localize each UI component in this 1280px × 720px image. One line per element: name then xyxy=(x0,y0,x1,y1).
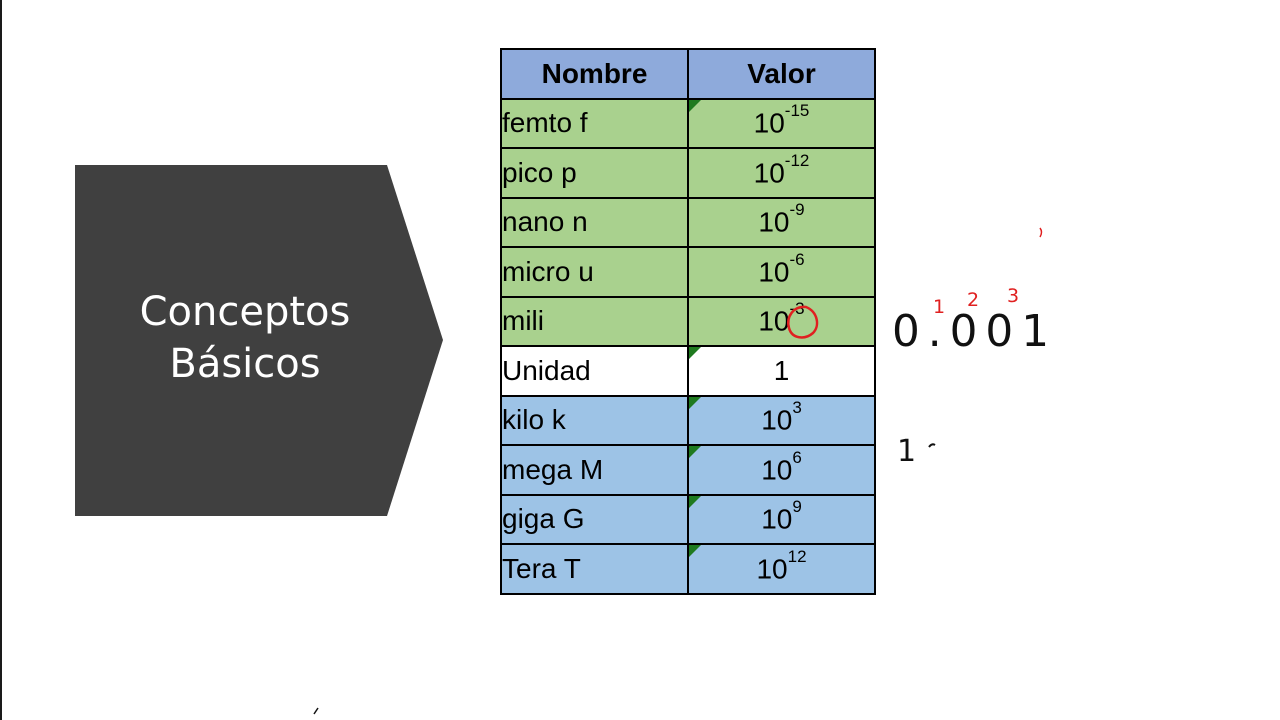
prefix-value-cell: 10-3 xyxy=(687,295,876,347)
value-exponent: -12 xyxy=(784,150,810,170)
value-base: 10 xyxy=(761,503,793,535)
red-circle-annotation xyxy=(787,305,819,339)
red-tick-mark xyxy=(1039,227,1043,238)
header-nombre: Nombre xyxy=(500,48,689,100)
header-valor: Valor xyxy=(687,48,876,100)
value-base: 10 xyxy=(761,453,793,485)
slide-title-line-1: Conceptos xyxy=(139,289,351,335)
cell-indicator-icon xyxy=(689,446,701,458)
value-exponent: 3 xyxy=(792,398,802,418)
prefix-name-cell: giga G xyxy=(500,493,689,545)
counter-3: 3 xyxy=(1007,285,1019,307)
prefix-value-cell: 10-12 xyxy=(687,147,876,199)
pen-stroke-mark xyxy=(928,443,936,448)
prefix-name-cell: mega M xyxy=(500,444,689,496)
value-exponent: -15 xyxy=(784,101,810,121)
prefix-name-cell: kilo k xyxy=(500,394,689,446)
value-base: 1 xyxy=(773,354,790,386)
counter-2: 2 xyxy=(967,289,979,311)
slide-title: Conceptos Básicos xyxy=(75,286,415,390)
value-base: 10 xyxy=(756,552,788,584)
value-exponent: -9 xyxy=(789,200,805,220)
slide-left-border xyxy=(0,0,2,720)
prefix-name-cell: femto f xyxy=(500,97,689,149)
value-exponent: -6 xyxy=(789,249,805,269)
prefix-name-cell: pico p xyxy=(500,147,689,199)
value-base: 10 xyxy=(761,404,793,436)
value-base: 10 xyxy=(758,255,790,287)
prefix-name-cell: Unidad xyxy=(500,345,689,397)
prefix-name-cell: micro u xyxy=(500,246,689,298)
handwritten-kilo-partial: 1 xyxy=(897,434,916,469)
prefix-value-cell: 10-6 xyxy=(687,246,876,298)
cell-indicator-icon xyxy=(689,347,701,359)
value-base: 10 xyxy=(758,305,790,337)
value-base: 10 xyxy=(753,156,785,188)
counter-1: 1 xyxy=(933,296,945,318)
cell-indicator-icon xyxy=(689,545,701,557)
cell-indicator-icon xyxy=(689,396,701,409)
stray-mark-bottom xyxy=(313,707,319,715)
prefix-name-cell: Tera T xyxy=(500,543,689,595)
value-exponent: 12 xyxy=(787,546,807,566)
value-base: 10 xyxy=(758,206,790,238)
value-exponent: 6 xyxy=(792,447,802,467)
slide-title-line-2: Básicos xyxy=(169,341,321,387)
prefix-value-cell: 103 xyxy=(687,394,876,446)
prefix-value-cell: 10-15 xyxy=(687,97,876,149)
handwritten-decimal: 0.001 xyxy=(892,306,1057,357)
prefix-value-cell: 10-9 xyxy=(687,196,876,248)
prefix-value-cell: 109 xyxy=(687,493,876,545)
value-exponent: 9 xyxy=(792,497,802,517)
cell-indicator-icon xyxy=(689,495,701,508)
table-row: Unidad 1 xyxy=(500,345,876,397)
prefix-value-cell: 1012 xyxy=(687,543,876,595)
prefix-value-cell: 1 xyxy=(687,345,876,397)
prefix-name-cell: nano n xyxy=(500,196,689,248)
table-header-row: Nombre Valor xyxy=(500,48,876,100)
prefix-value-cell: 106 xyxy=(687,444,876,496)
cell-indicator-icon xyxy=(689,99,701,112)
prefix-name-cell: mili xyxy=(500,295,689,347)
value-base: 10 xyxy=(753,107,785,139)
title-chevron-shape xyxy=(75,165,443,516)
